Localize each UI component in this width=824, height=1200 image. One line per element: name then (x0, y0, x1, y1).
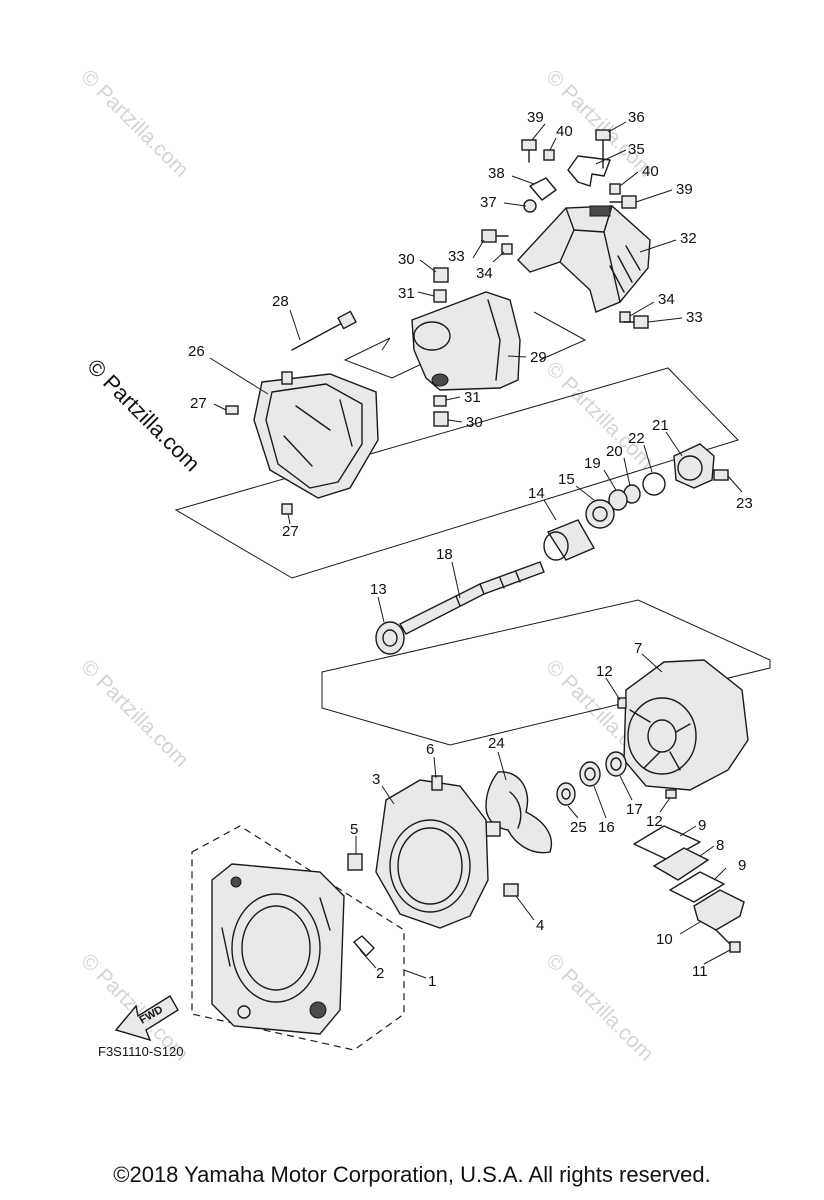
callout-38: 38 (488, 165, 505, 182)
nozzle-leader-outline (343, 311, 587, 379)
callout-35: 35 (628, 141, 645, 158)
watermark: © Partzilla.com (541, 949, 657, 1065)
callout-16: 16 (598, 819, 615, 836)
callout-30: 30 (466, 414, 483, 431)
callout-12: 12 (646, 813, 663, 830)
sleeve (543, 519, 595, 561)
callout-17: 17 (626, 801, 643, 818)
callout-40: 40 (642, 163, 659, 180)
callout-33: 33 (448, 248, 465, 265)
callout-4: 4 (536, 917, 544, 934)
callout-14: 14 (528, 485, 545, 502)
callout-27: 27 (190, 395, 207, 412)
callout-39: 39 (527, 109, 544, 126)
callout-27: 27 (282, 523, 299, 540)
callout-7: 7 (634, 640, 642, 657)
top-fasteners (481, 129, 649, 329)
callout-12: 12 (596, 663, 613, 680)
bearing-group-outline (174, 367, 739, 579)
callout-26: 26 (188, 343, 205, 360)
callout-8: 8 (716, 837, 724, 854)
nozzle-bracket (529, 155, 611, 201)
callout-36: 36 (628, 109, 645, 126)
callout-18: 18 (436, 546, 453, 563)
callout-40: 40 (556, 123, 573, 140)
callout-5: 5 (350, 821, 358, 838)
callout-9: 9 (738, 857, 746, 874)
intake-duct-outline (191, 825, 405, 1051)
impeller (485, 771, 553, 854)
callout-10: 10 (656, 931, 673, 948)
callout-31: 31 (398, 285, 415, 302)
callout-6: 6 (426, 741, 434, 758)
watermark: © Partzilla.com (76, 655, 192, 771)
long-bolt (291, 310, 357, 351)
callout-32: 32 (680, 230, 697, 247)
callout-20: 20 (606, 443, 623, 460)
inspection-plates (633, 825, 745, 953)
copyright-footer: ©2018 Yamaha Motor Corporation, U.S.A. A… (113, 1162, 711, 1187)
steering-nozzle (517, 205, 651, 313)
group-outlines (174, 311, 771, 1051)
intermediate-housing (225, 371, 379, 515)
callout-1: 1 (428, 973, 436, 990)
callout-30: 30 (398, 251, 415, 268)
callout-25: 25 (570, 819, 587, 836)
callout-29: 29 (530, 349, 547, 366)
callout-11: 11 (692, 963, 708, 980)
callout-39: 39 (676, 181, 693, 198)
callout-2: 2 (376, 965, 384, 982)
callout-33: 33 (686, 309, 703, 326)
watermark-dark: © Partzilla.com (82, 354, 205, 477)
watermark: © Partzilla.com (76, 65, 192, 181)
callout-24: 24 (488, 735, 505, 752)
callout-13: 13 (370, 581, 387, 598)
callout-34: 34 (658, 291, 675, 308)
drive-shaft (399, 561, 545, 635)
callout-9: 9 (698, 817, 706, 834)
leader-lines (209, 121, 743, 979)
pump-housing (617, 659, 749, 799)
seal-group (556, 751, 627, 806)
callout-28: 28 (272, 293, 289, 310)
callout-21: 21 (652, 417, 669, 434)
intake-grate (211, 863, 375, 1035)
callout-3: 3 (372, 771, 380, 788)
bearing-cap-group (585, 443, 729, 529)
shaft-bearing (375, 621, 405, 655)
callout-34: 34 (476, 265, 493, 282)
callout-37: 37 (480, 194, 497, 211)
intake-adapter (347, 775, 519, 929)
callout-31: 31 (464, 389, 481, 406)
callout-23: 23 (736, 495, 753, 512)
jet-nozzle (411, 267, 521, 427)
callout-19: 19 (584, 455, 601, 472)
callouts: 39 40 36 35 40 38 39 37 32 33 34 30 31 3… (98, 109, 753, 1059)
callout-22: 22 (628, 430, 645, 447)
callout-15: 15 (558, 471, 575, 488)
diagram-code: F3S1110-S120 (98, 1044, 184, 1059)
shaft-group-outline (321, 599, 771, 746)
